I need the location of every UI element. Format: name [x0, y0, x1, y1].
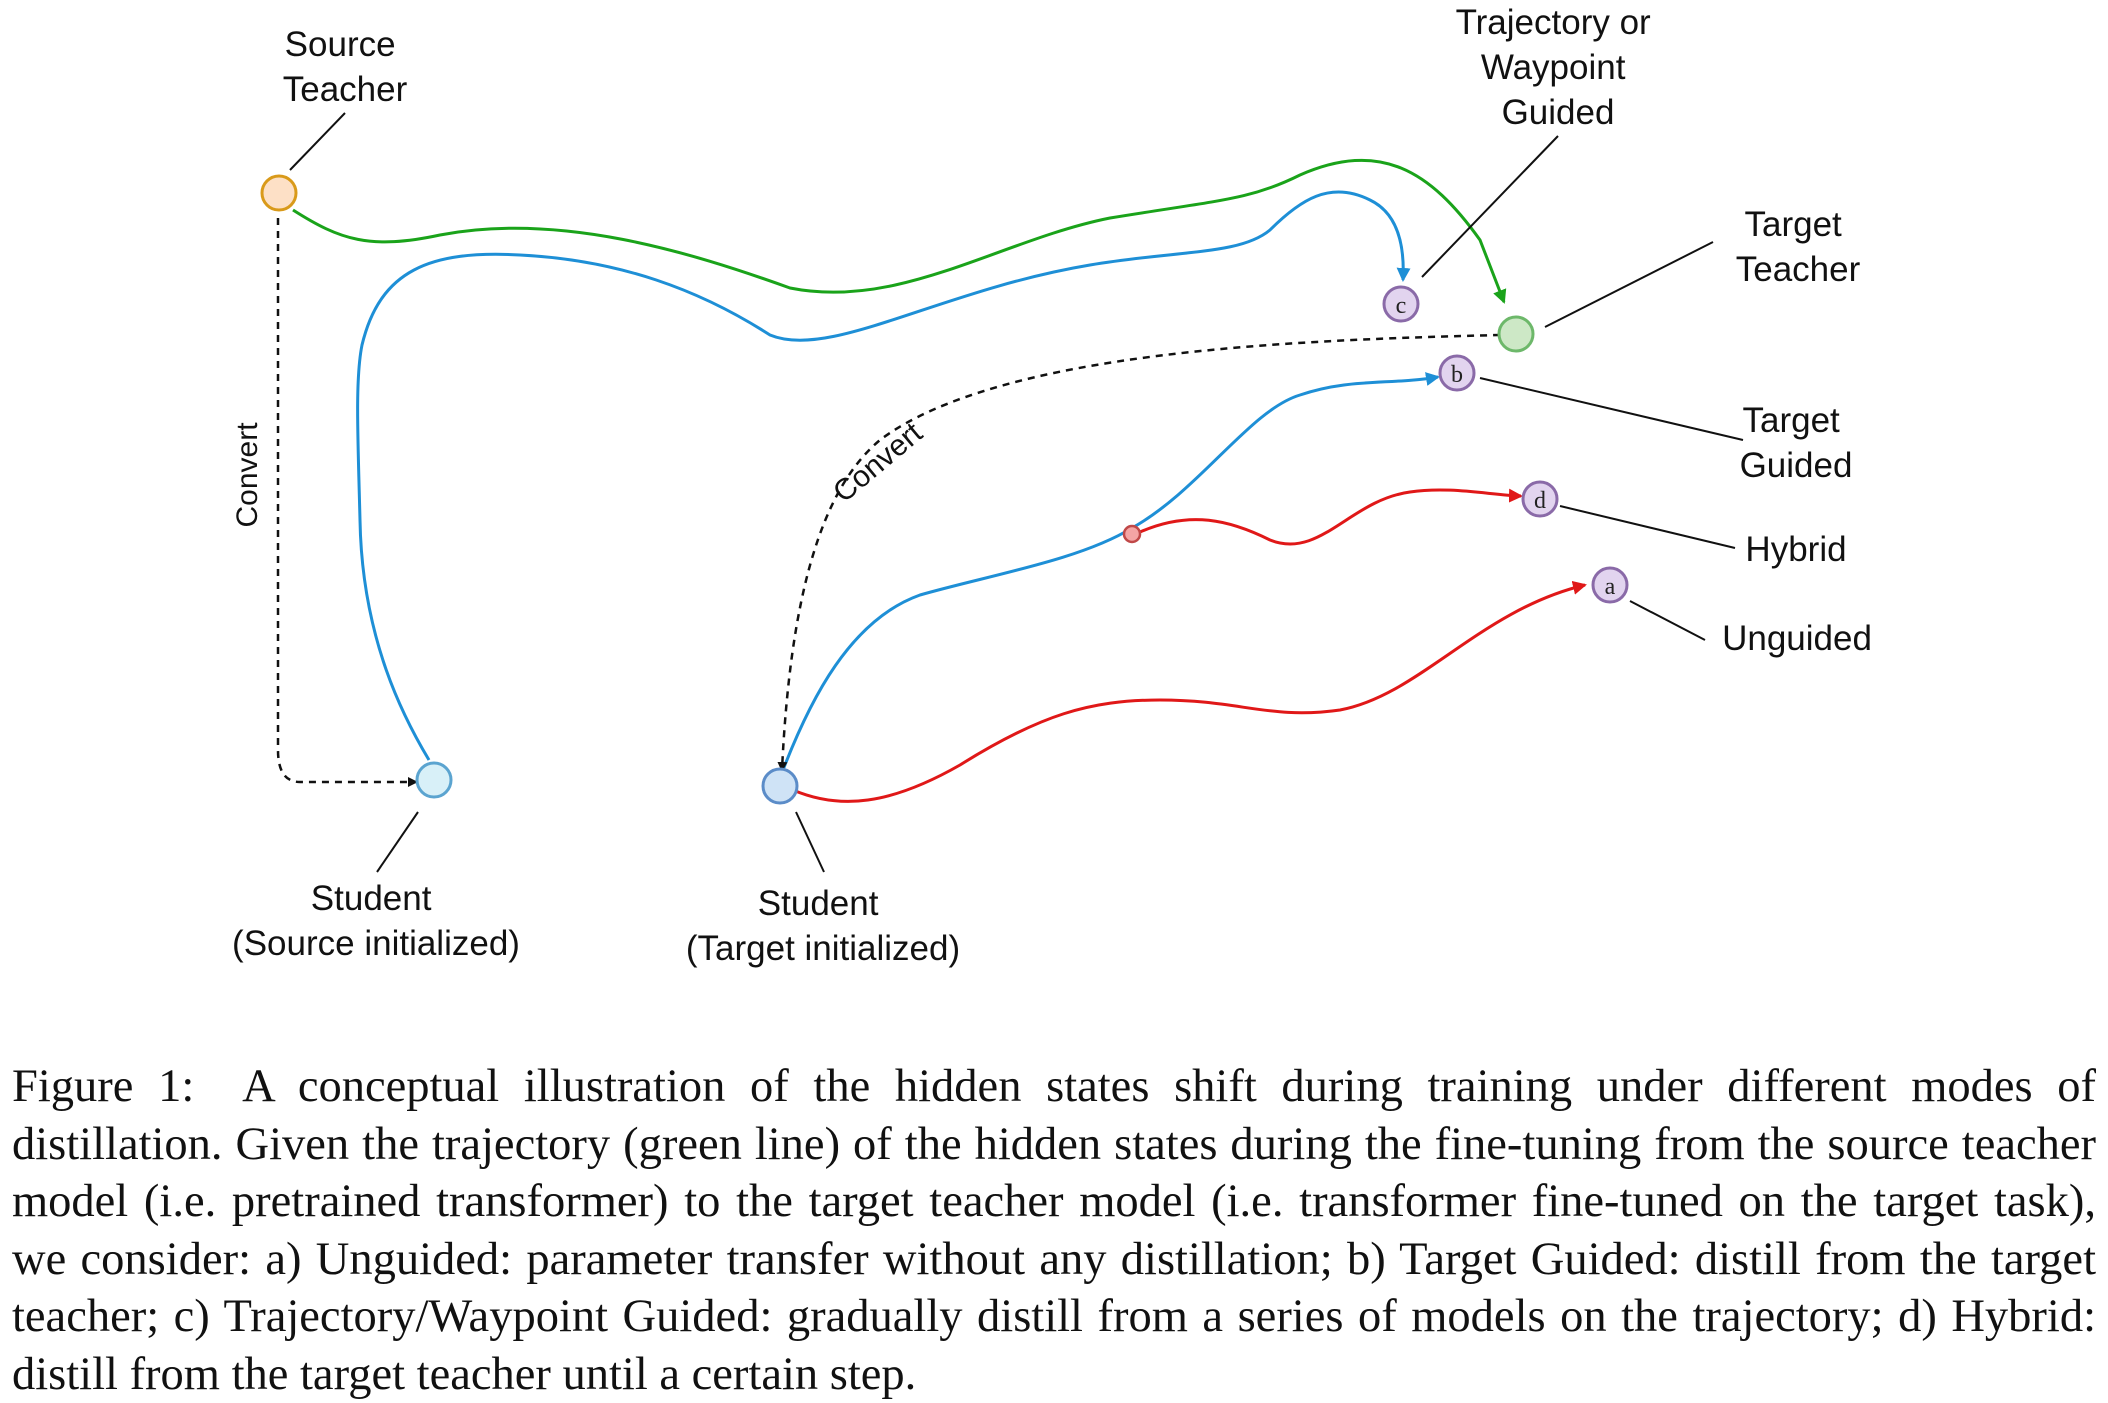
convert-label-right: Convert [827, 416, 929, 509]
node-d-letter: d [1534, 488, 1546, 514]
node-b-letter: b [1451, 362, 1463, 388]
leader-student-source [376, 811, 419, 873]
target-guided-path [781, 372, 1440, 771]
node-b: b [1438, 354, 1476, 392]
label-target-teacher: Target Teacher [1736, 205, 1861, 289]
unguided-path [792, 580, 1587, 803]
leader-target-guided [1479, 377, 1744, 441]
leader-student-target [795, 811, 825, 873]
hybrid-branch-point [1122, 524, 1142, 544]
hybrid-path [1139, 488, 1523, 546]
leader-hybrid [1559, 505, 1736, 549]
figure-caption: Figure 1: A conceptual illustration of t… [12, 1061, 2096, 1400]
leader-lines [289, 112, 1744, 873]
distillation-diagram: c b d a Source Teacher Trajectory or Way… [231, 3, 1872, 968]
convert-arrow-right [777, 333, 1501, 772]
label-hybrid: Hybrid [1745, 530, 1846, 569]
convert-arrow-left [276, 218, 418, 787]
convert-label-left: Convert [231, 422, 264, 528]
node-c-letter: c [1396, 293, 1407, 319]
leader-target-teacher [1544, 241, 1714, 328]
leader-trajectory [1421, 135, 1559, 278]
student-source-node [415, 761, 453, 799]
target-teacher-node [1497, 315, 1535, 353]
label-student-target: Student (Target initialized) [686, 884, 960, 968]
leader-unguided [1629, 600, 1706, 641]
student-target-node [761, 767, 799, 805]
label-student-source: Student (Source initialized) [232, 879, 520, 963]
label-source-teacher: Source Teacher [283, 25, 408, 109]
node-a-letter: a [1605, 574, 1616, 600]
trajectory-green-line [292, 158, 1507, 304]
node-d: d [1521, 480, 1559, 518]
label-unguided: Unguided [1722, 619, 1872, 658]
source-teacher-node [260, 174, 298, 212]
node-a: a [1591, 566, 1629, 604]
node-c: c [1382, 285, 1420, 323]
leader-source-teacher [289, 112, 346, 171]
trajectory-guided-path [356, 190, 1411, 761]
label-target-guided: Target Guided [1740, 401, 1853, 485]
label-trajectory-guided: Trajectory or Waypoint Guided [1456, 3, 1661, 132]
